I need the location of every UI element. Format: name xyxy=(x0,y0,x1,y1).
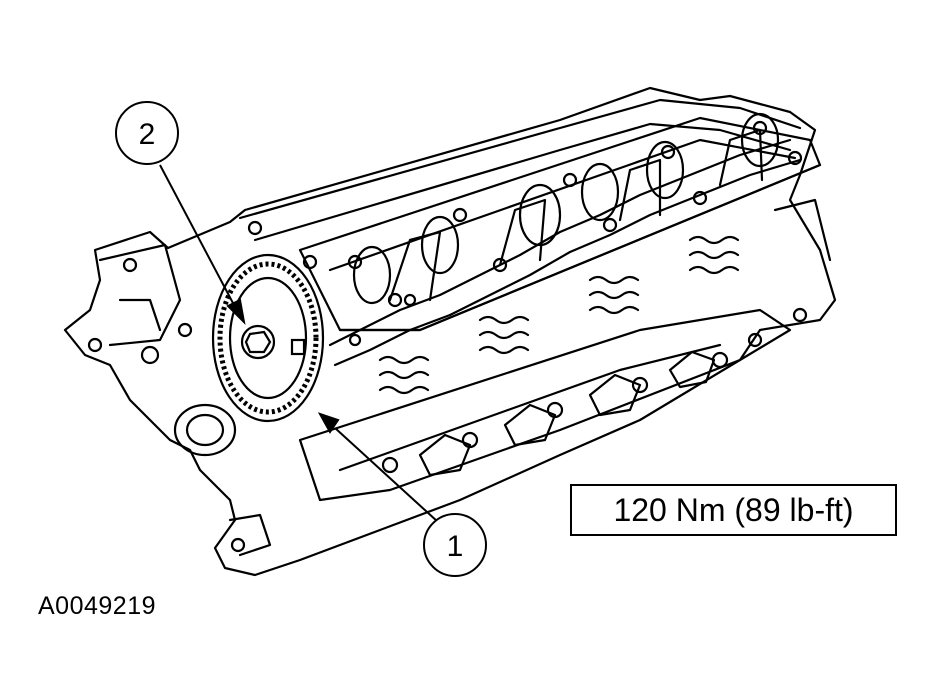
callout-leaders xyxy=(159,164,439,523)
valve-springs xyxy=(378,235,740,395)
torque-spec-label: 120 Nm (89 lb-ft) xyxy=(613,491,854,528)
torque-spec-box: 120 Nm (89 lb-ft) xyxy=(570,484,897,536)
figure-id-label: A0049219 xyxy=(38,592,157,620)
lower-deck xyxy=(298,308,792,502)
head-body-outline xyxy=(63,86,837,577)
cap-bolts xyxy=(247,120,803,347)
front-bearing-boss xyxy=(173,403,237,457)
camshaft-sprocket xyxy=(211,253,325,423)
callout-2: 2 xyxy=(115,101,179,165)
callout-1: 1 xyxy=(423,513,487,577)
callout-2-label: 2 xyxy=(139,118,156,151)
upper-rail xyxy=(238,98,802,220)
callout-1-label: 1 xyxy=(447,530,464,563)
camshaft xyxy=(328,138,792,347)
